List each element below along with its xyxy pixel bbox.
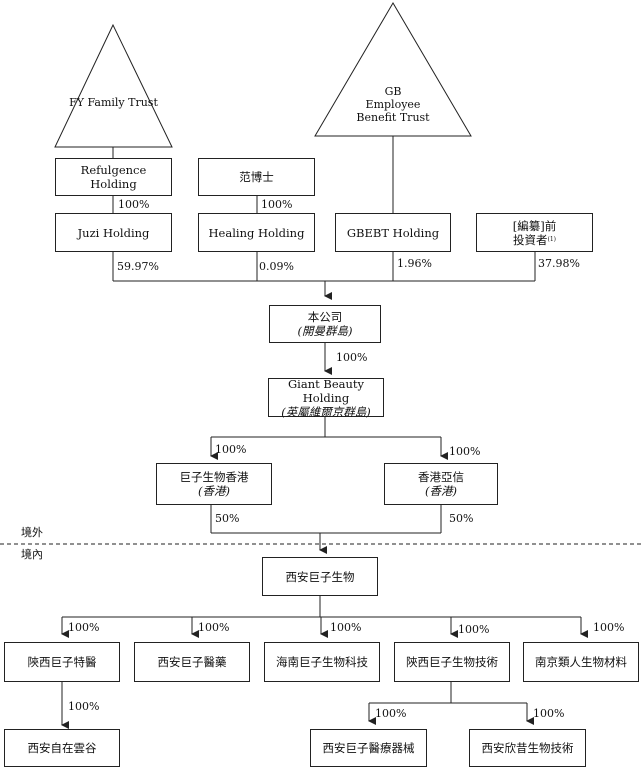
pct-gbebt: 1.96%: [397, 257, 432, 270]
fy-family-trust-triangle: [54, 23, 173, 148]
yaxin-box: 香港亞信 (香港): [384, 463, 498, 505]
pct-sub-yiyao: 100%: [198, 621, 230, 634]
pct-jishu-xinxi: 100%: [533, 707, 565, 720]
pct-jishu-qixie: 100%: [375, 707, 407, 720]
refulgence-holding-box: Refulgence Holding: [55, 158, 172, 196]
refulgence-line-2: Holding: [90, 177, 137, 191]
tejian-box: 陝西巨子特醫: [4, 642, 120, 682]
pct-sub-hainan: 100%: [330, 621, 362, 634]
dr-fan-box: 范博士: [198, 158, 315, 196]
healing-holding-box: Healing Holding: [198, 213, 315, 252]
juzi-holding-box: Juzi Holding: [55, 213, 172, 252]
giant-beauty-box: Giant Beauty Holding (英屬維爾京群島): [268, 376, 384, 419]
pct-sub-jishu: 100%: [458, 623, 490, 636]
pct-yaxin-xian: 50%: [449, 512, 474, 525]
onshore-label: 境內: [21, 548, 43, 561]
juzi-hk-name: 巨子生物香港: [179, 470, 249, 484]
hainan-box: 海南巨子生物科技: [264, 642, 380, 682]
giant-beauty-name: Giant Beauty Holding: [287, 376, 365, 405]
juzi-hk-box: 巨子生物香港 (香港): [156, 463, 272, 505]
yiyao-box: 西安巨子醫藥: [134, 642, 250, 682]
giant-beauty-place: (英屬維爾京群島): [281, 404, 371, 419]
company-name: 本公司: [307, 310, 343, 324]
pre-investors-line-2: 投資者(1): [513, 233, 556, 247]
refulgence-line-1: Refulgence: [80, 163, 147, 177]
jishu-box: 陝西巨子生物技術: [394, 642, 510, 682]
gb-trust-line-2: Employee: [365, 98, 421, 111]
company-place: (開曼群島): [297, 324, 353, 338]
company-box: 本公司 (開曼群島): [269, 305, 381, 343]
xinxi-box: 西安欣昔生物技術: [469, 729, 586, 767]
pct-company-giant: 100%: [336, 351, 368, 364]
pct-investors: 37.98%: [538, 257, 580, 270]
pct-tejian-zizai: 100%: [68, 700, 100, 713]
gb-employee-benefit-trust-label: GB Employee Benefit Trust: [335, 85, 451, 124]
pct-sub-tejian: 100%: [68, 621, 100, 634]
gb-trust-line-1: GB: [384, 85, 402, 98]
fy-family-trust-label: FY Family Trust: [69, 96, 158, 109]
yaxin-name: 香港亞信: [418, 470, 464, 484]
pct-juzi: 59.97%: [117, 260, 159, 273]
pct-giant-juzihk: 100%: [215, 443, 247, 456]
nanjing-box: 南京類人生物材料: [523, 642, 639, 682]
qixie-box: 西安巨子醫療器械: [310, 729, 427, 767]
pct-giant-yaxin: 100%: [449, 445, 481, 458]
gbebt-holding-box: GBEBT Holding: [335, 213, 451, 252]
pct-juzihk-xian: 50%: [215, 512, 240, 525]
juzi-hk-place: (香港): [198, 484, 230, 498]
pre-investors-text: 投資者: [513, 232, 548, 247]
offshore-label: 境外: [21, 526, 43, 539]
gb-trust-line-3: Benefit Trust: [356, 111, 430, 124]
xian-juzi-box: 西安巨子生物: [262, 557, 378, 596]
pct-sub-nanjing: 100%: [593, 621, 625, 634]
pre-investors-footnote: (1): [547, 235, 557, 243]
pct-healing: 0.09%: [259, 260, 294, 273]
pre-investors-box: [編纂]前 投資者(1): [476, 213, 593, 252]
zizai-box: 西安自在雲谷: [4, 729, 120, 767]
pct-fan-healing: 100%: [261, 198, 293, 211]
pre-investors-line-1: [編纂]前: [512, 218, 557, 233]
yaxin-place: (香港): [425, 484, 457, 498]
pct-refulgence-juzi: 100%: [118, 198, 150, 211]
